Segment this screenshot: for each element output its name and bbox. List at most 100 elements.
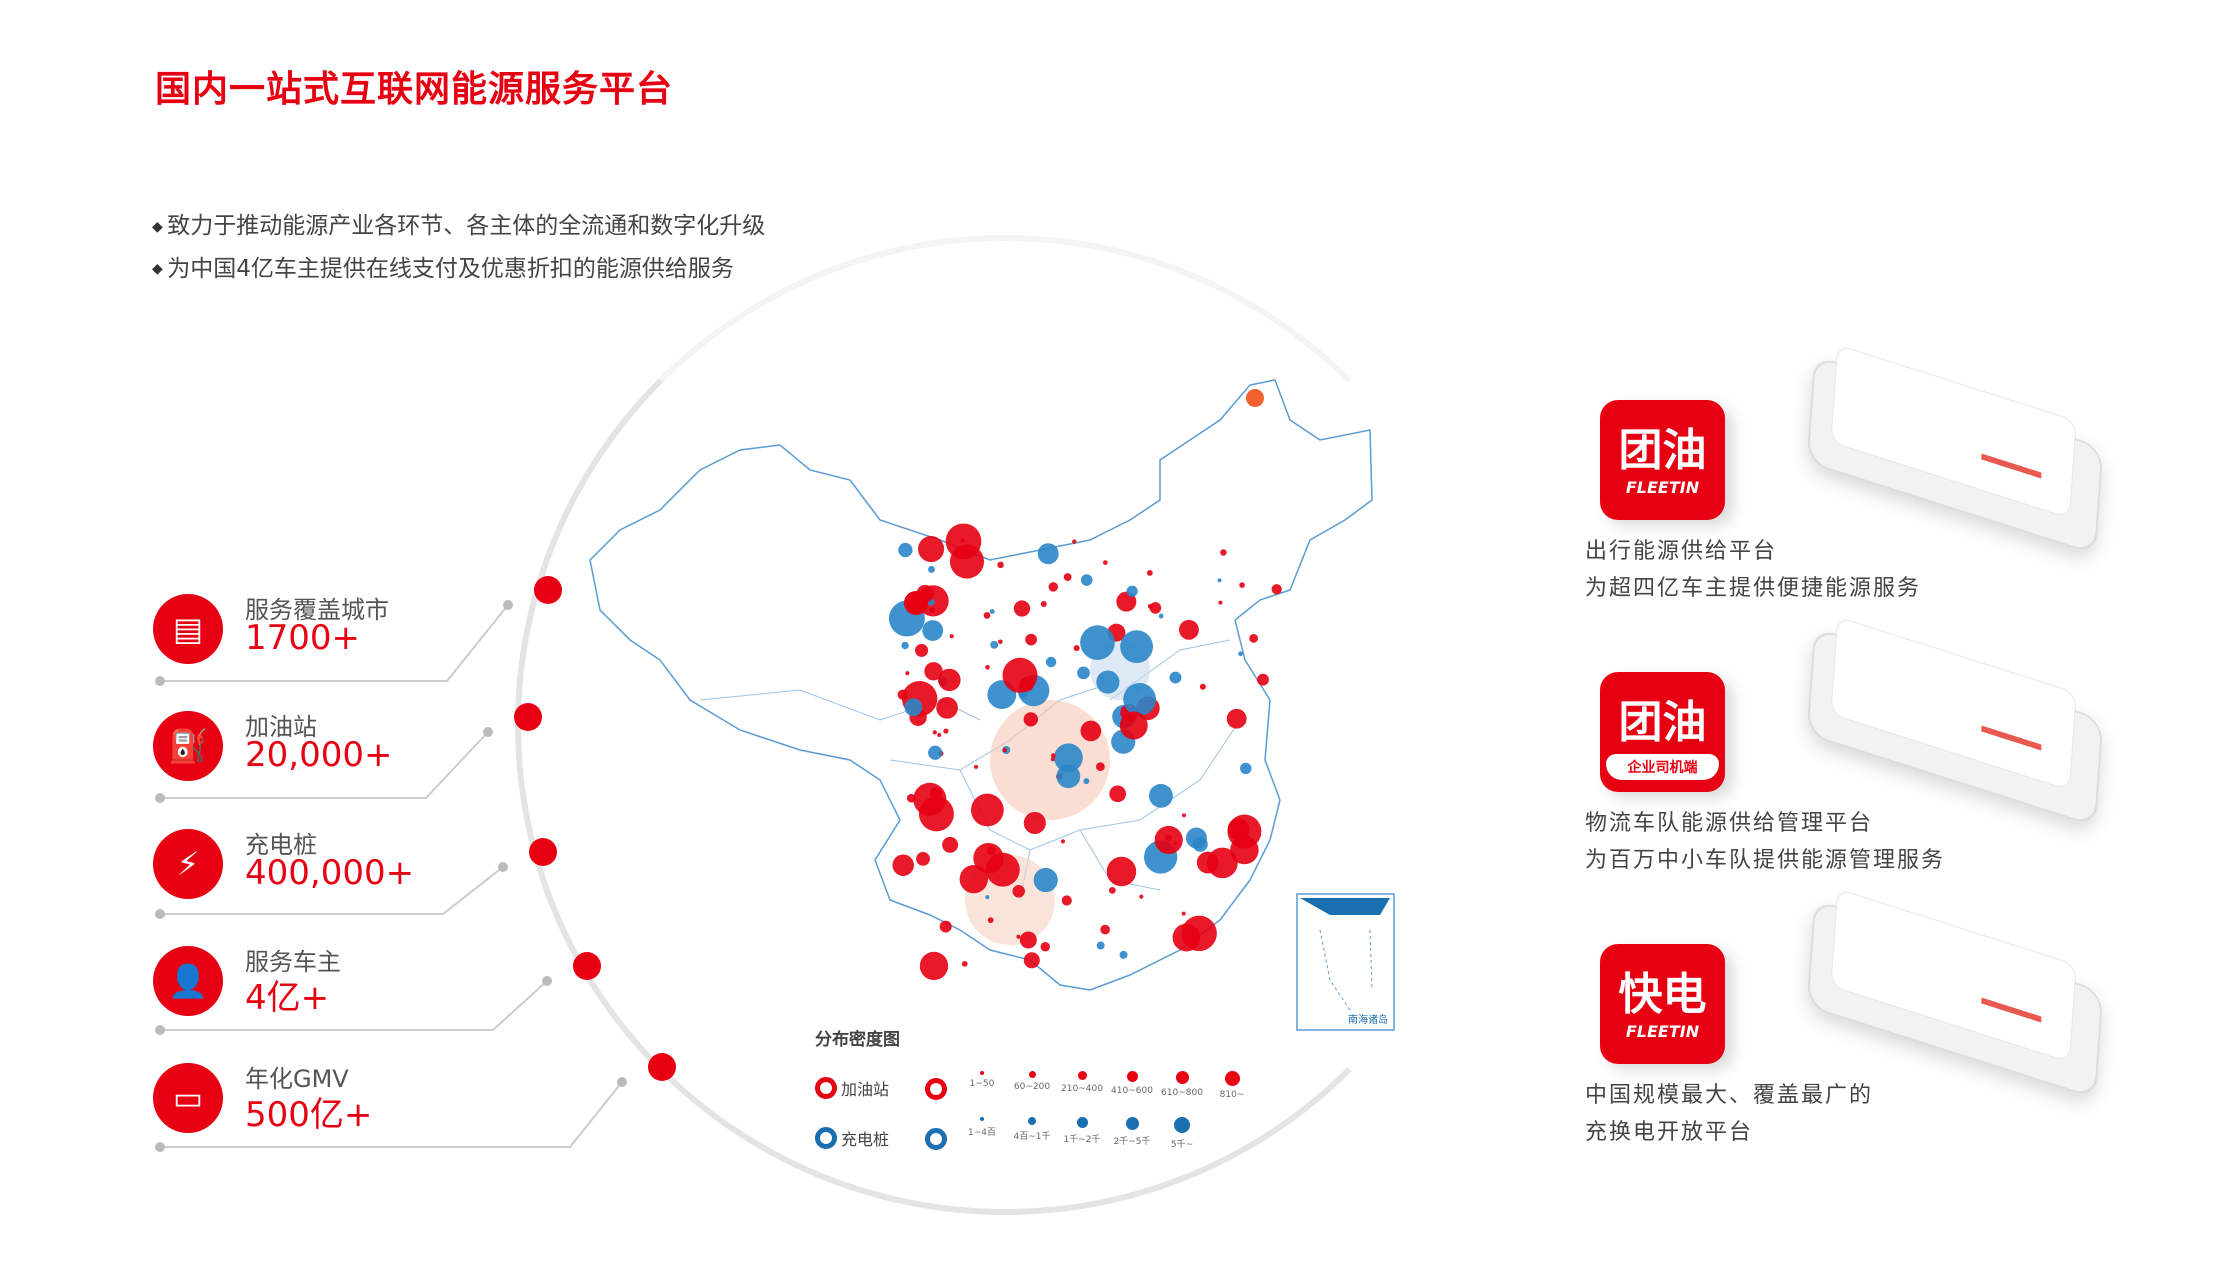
fuel-bubble [987,917,994,924]
fuel-bubble [1181,911,1186,916]
legend-range-label: 1~50 [969,1079,995,1089]
stat-label: 服务车主 [245,948,341,976]
stat-cities: ▤ 服务覆盖城市 1700+ [153,594,513,704]
fuel-bubble [1226,708,1247,729]
charge-bubble [1169,671,1182,684]
fuel-bubble [974,764,979,769]
fuel-bubble [918,796,954,832]
fuel-bubble [1271,584,1282,595]
intro-bullets: 致力于推动能源产业各环节、各主体的全流通和数字化升级 为中国4亿车主提供在线支付… [152,205,765,290]
wallet-icon: ▭ [153,1063,223,1133]
connector-line [160,980,548,1031]
fuel-bubble [998,639,1003,645]
fuel-bubble [1002,747,1007,753]
legend-item: 1~4百 [957,1117,1007,1150]
fuel-bubble [904,591,928,615]
legend-range-label: 410~600 [1111,1086,1153,1096]
fuel-bubble [892,854,914,876]
fuel-bubble [983,612,991,619]
fuel-bubble [1063,573,1072,581]
legend-item: 810~ [1207,1071,1257,1100]
fuel-bubble [1048,582,1059,592]
fuel-bubble [1002,657,1038,693]
stat-label: 充电桩 [245,831,317,859]
legend-range-label: 4百~1千 [1013,1132,1051,1142]
connector-dot [155,1142,165,1152]
legend-item: 5千~ [1157,1117,1207,1150]
fuel-bubble [1073,645,1080,652]
charge-bubble [1077,666,1090,680]
charging-pile-icon: ⚡ [153,829,223,899]
stat-charging-piles: ⚡ 充电桩 400,000+ [153,829,513,939]
charge-bubble [1126,585,1138,597]
legend-dot [1125,1117,1139,1130]
connector-dot [483,727,493,737]
legend-dot [1028,1117,1036,1125]
fuel-bubble [973,842,1004,874]
fuel-bubble [1025,633,1037,646]
fuel-pump-icon: ⛽ [153,711,223,781]
fuel-bubble [1040,942,1050,952]
charge-bubble [904,698,923,717]
charge-bubble [1096,670,1120,694]
app-desc-line: 为百万中小车队提供能源管理服务 [1585,848,1946,873]
fuel-bubble [961,960,968,967]
fuel-badge-icon [815,1077,837,1099]
fuel-bubble [1146,570,1153,576]
fuel-bubble [1023,952,1040,969]
stat-connectors [155,576,676,1152]
ring-marker-dot [573,952,601,980]
legend-item: 4百~1千 [1007,1117,1057,1150]
legend-range-label: 1~4百 [968,1128,996,1138]
fuel-bubble [905,671,910,676]
legend-dot [980,1071,984,1075]
connector-line [160,1081,623,1148]
fuel-bubble [1061,895,1072,906]
fuel-bubble [1072,539,1077,544]
charge-bubble [922,620,944,641]
connector-dot [155,676,165,686]
connector-dot [155,909,165,919]
connector-dot [498,862,508,872]
connector-dot [617,1077,627,1087]
app-desc-line: 出行能源供给平台 [1585,539,1778,564]
fuel-bubble [1220,549,1227,556]
fuel-bubble [1233,824,1238,829]
fuel-bubble [1023,811,1046,835]
fuel-bubble [1172,923,1201,952]
fuel-bubble [1239,582,1245,588]
fuel-bubble [938,668,961,692]
stat-fuel-stations: ⛽ 加油站 20,000+ [153,711,513,821]
fuel-bubble [1106,856,1137,887]
fuel-bubble [1080,720,1102,742]
fuel-bubble [997,561,1004,569]
legend-dot [1028,1071,1036,1078]
stat-gmv: ▭ 年化GMV 500亿+ [153,1063,513,1173]
connector-dot [503,600,513,610]
fuel-bubble [1257,673,1269,686]
connector-dot [542,976,552,986]
driver-icon: 👤 [153,946,223,1016]
legend-dot [1077,1071,1087,1080]
connector-dot [155,1025,165,1035]
charge-bubble [1037,543,1059,565]
fuel-bubble [945,523,982,560]
legend-range-label: 610~800 [1161,1088,1203,1098]
fuel-bubble [1096,762,1105,772]
stat-value: 500亿+ [245,1095,373,1135]
fuel-bubble [970,793,1004,827]
legend-dot [1076,1117,1088,1128]
legend-item: 60~200 [1007,1071,1057,1100]
legend-title: 分布密度图 [815,1030,900,1050]
legend-range-label: 2千~5千 [1113,1137,1151,1147]
fuel-bubble [1012,885,1025,898]
charge-bubble [990,640,999,649]
inset-label: 南海诸岛 [1348,1013,1388,1026]
stat-label: 加油站 [245,713,317,741]
charge-bubble [928,745,943,760]
charge-bubble [1083,778,1090,785]
